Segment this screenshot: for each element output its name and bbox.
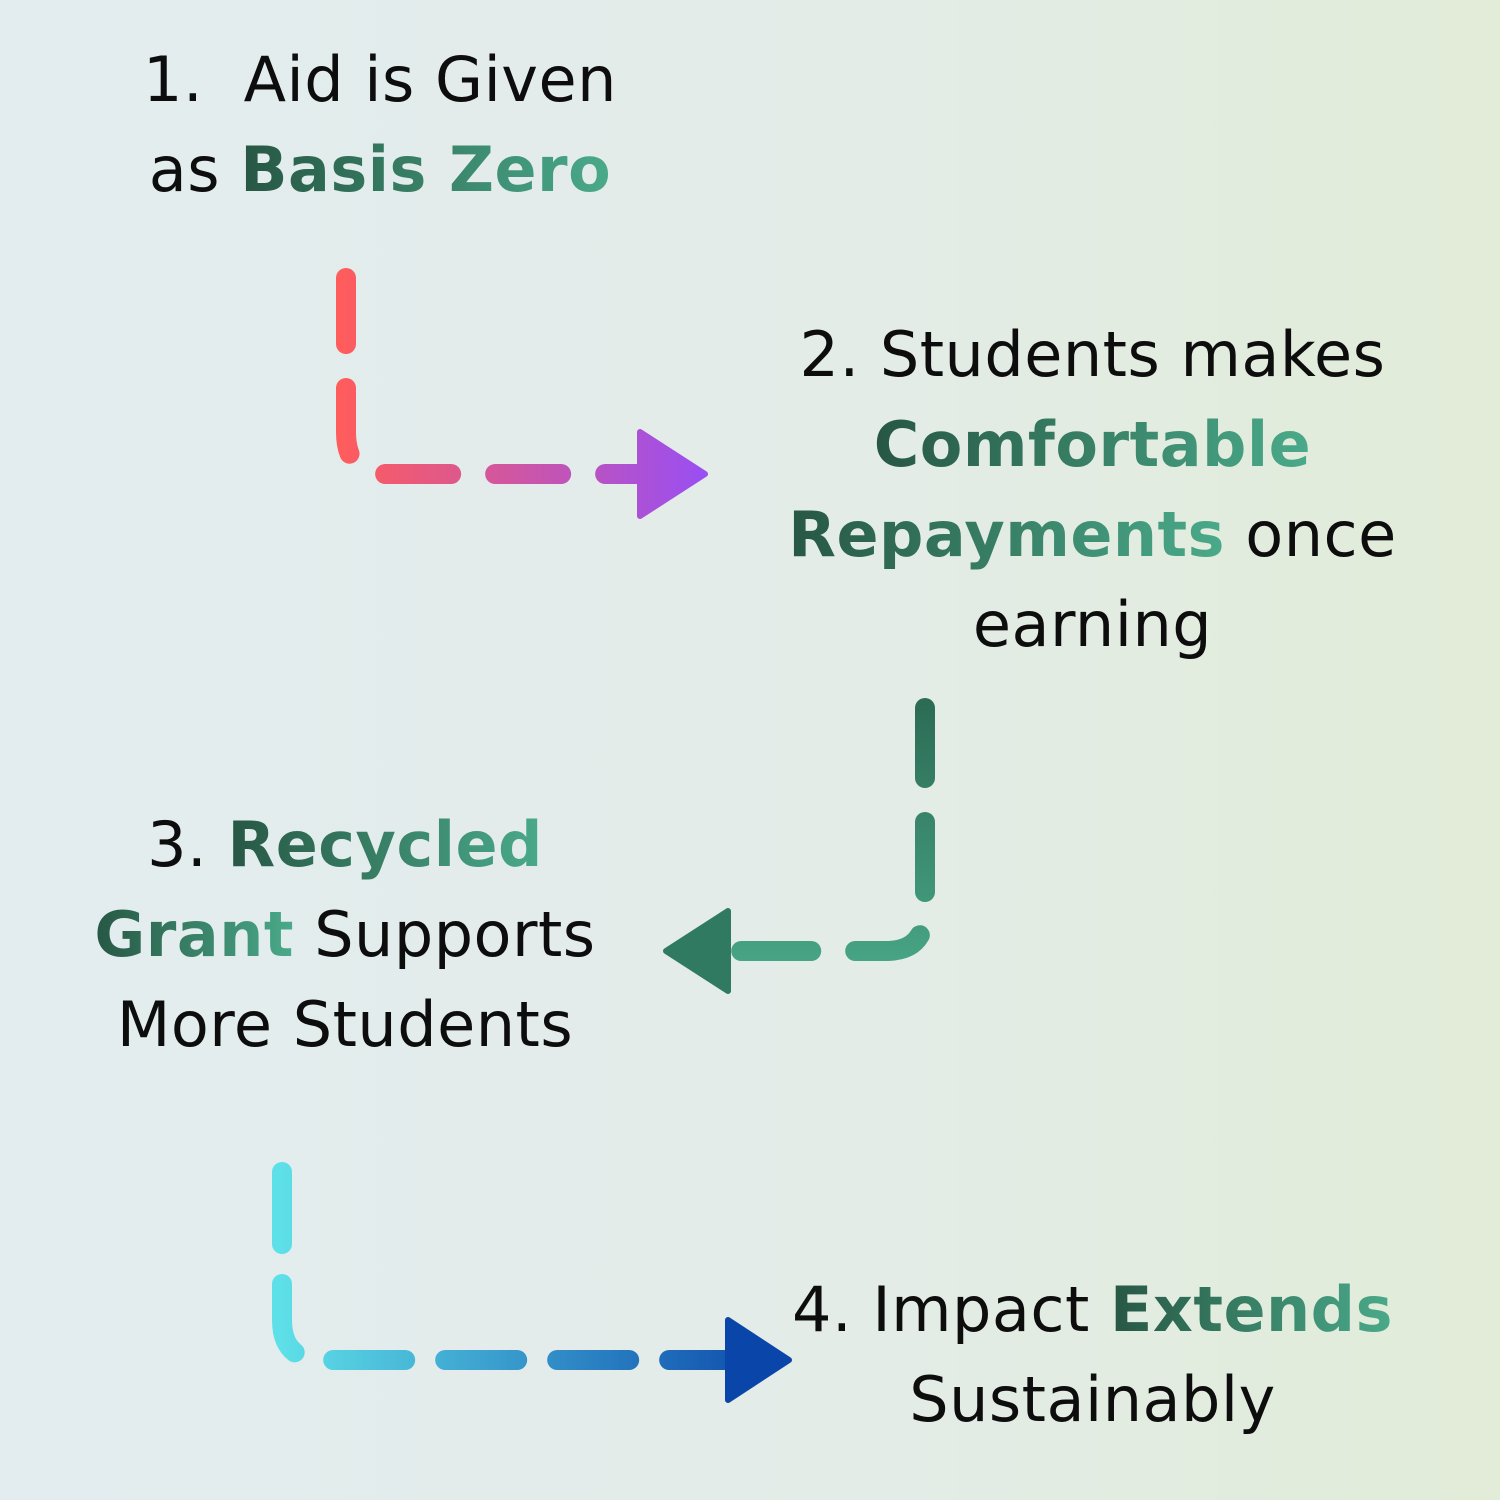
step-text: Sustainably [909, 1363, 1276, 1436]
step-text: earning [972, 588, 1213, 661]
step-1-line: 1. Aid is Given [120, 35, 640, 125]
step-3-line: 3. Recycled [60, 800, 630, 890]
arrowhead-1-icon [637, 429, 708, 519]
step-text: once [1225, 498, 1397, 571]
highlight-text: Recycled [227, 808, 543, 881]
highlight-text: Extends [1110, 1273, 1393, 1346]
highlight-text: Basis Zero [240, 133, 612, 206]
step-text: More Students [116, 988, 574, 1061]
step-text: 4. Impact [792, 1273, 1111, 1346]
step-4-line: Sustainably [780, 1355, 1405, 1445]
step-3-line: More Students [60, 980, 630, 1070]
step-4-line: 4. Impact Extends [780, 1265, 1405, 1355]
step-2-line: 2. Students makes [780, 310, 1405, 400]
highlight-text: Grant [94, 898, 294, 971]
arrowhead-2-icon [663, 908, 731, 994]
highlight-text: Comfortable [873, 408, 1312, 481]
step-2-line: Repayments once [780, 490, 1405, 580]
step-3-line: Grant Supports [60, 890, 630, 980]
arrow-2-to-3 [663, 698, 935, 994]
step-1-text: 1. Aid is Given as Basis Zero [120, 35, 640, 215]
step-2-line: earning [780, 580, 1405, 670]
step-1-line: as Basis Zero [120, 125, 640, 215]
arrow-1-to-2 [336, 268, 708, 519]
arrowhead-3-icon [725, 1317, 792, 1403]
step-text: 1. Aid is Given [143, 43, 617, 116]
step-text: 2. Students makes [799, 318, 1386, 391]
highlight-text: Repayments [788, 498, 1226, 571]
step-text: Supports [293, 898, 596, 971]
step-text: as [148, 133, 241, 206]
step-text: 3. [147, 808, 228, 881]
arrow-3-to-4 [272, 1162, 792, 1403]
step-2-line: Comfortable [780, 400, 1405, 490]
